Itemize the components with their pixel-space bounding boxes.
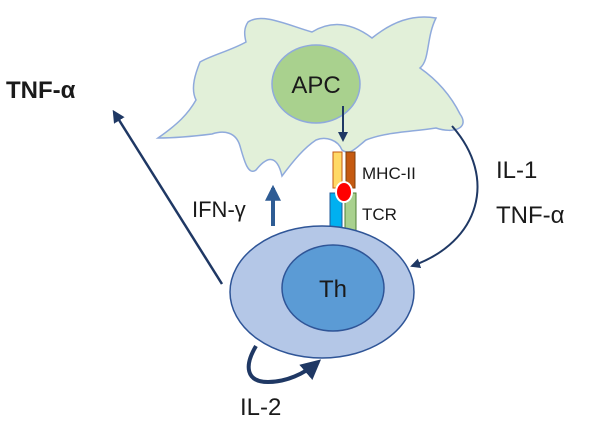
th-nucleus [281, 244, 385, 332]
ifn-gamma-label: IFN-γ [192, 197, 246, 222]
th-label: Th [319, 276, 347, 303]
tnf-alpha-right-label: TNF-α [496, 202, 565, 229]
il2-label: IL-2 [240, 394, 281, 421]
tnf-alpha-left-arrow [112, 109, 224, 285]
il1-tnf-curved-arrow [410, 125, 479, 269]
tcr-label: TCR [362, 205, 397, 224]
antigen-peptide [335, 181, 353, 203]
apc-label: APC [291, 72, 340, 99]
il1-label: IL-1 [496, 157, 537, 184]
mhc-ii-label: MHC-II [362, 164, 416, 183]
apc-nucleus [271, 44, 361, 124]
tnf-alpha-left-label: TNF-α [6, 77, 76, 104]
il2-autocrine-arrow [246, 344, 322, 385]
